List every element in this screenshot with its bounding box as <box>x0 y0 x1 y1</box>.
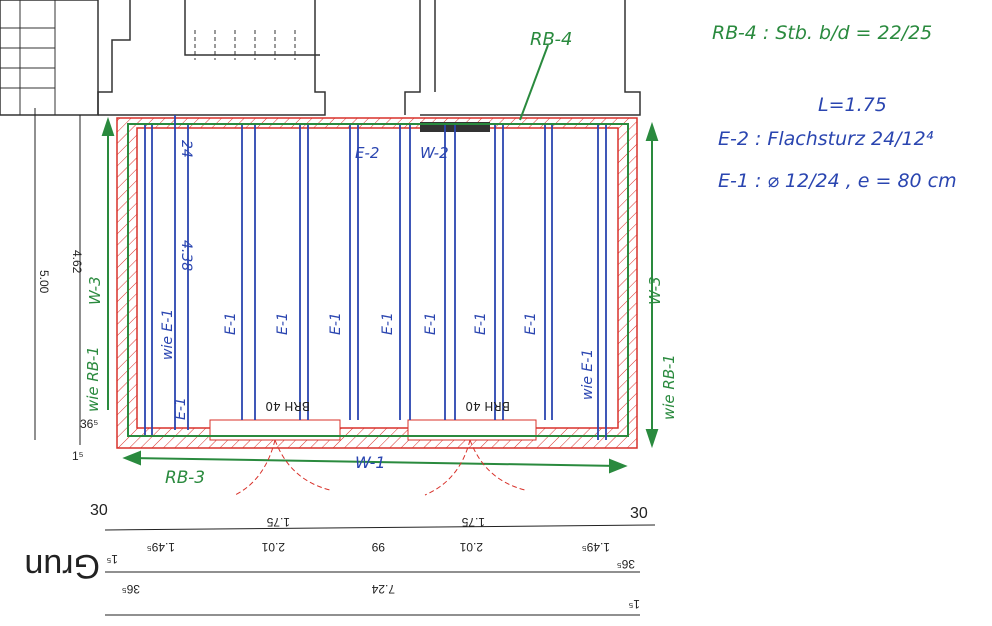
dim-mid: 36⁵ <box>617 557 635 571</box>
dim-small: 1⁵ <box>628 597 640 611</box>
dim-mid: 36⁵ <box>122 582 140 596</box>
note-rb4: RB-4 : Stb. b/d = 22/25 <box>712 22 933 44</box>
new-walls <box>116 117 638 449</box>
label-e1: E-1 <box>473 312 489 335</box>
label-e1: E-1 <box>423 312 439 335</box>
label-e1: E-1 <box>173 397 189 420</box>
label-brh-left: BRH 40 <box>265 399 310 413</box>
label-e1: E-1 <box>223 312 239 335</box>
label-rb3: RB-3 <box>165 468 205 488</box>
doors <box>234 439 526 496</box>
label-24: 24 <box>178 140 194 158</box>
dim-small: 1⁵ <box>106 552 118 566</box>
dim-height-inner: 4.62 <box>70 250 84 274</box>
note-length: L=1.75 <box>818 94 887 116</box>
label-e1: E-1 <box>328 312 344 335</box>
joists <box>144 115 607 440</box>
dim-opening: 1.75 <box>266 515 290 529</box>
dim-top: 1.49⁵ <box>147 540 175 554</box>
dim-mid: 7.24 <box>371 582 395 596</box>
dim-top: 1.49⁵ <box>582 540 610 554</box>
dim-height-total: 5.00 <box>37 270 51 294</box>
label-w2: W-2 <box>420 144 449 162</box>
label-e2: E-2 <box>355 144 379 162</box>
label-e1: E-1 <box>275 312 291 335</box>
label-wie-e1-right: wie E-1 <box>580 349 596 400</box>
label-e1: E-1 <box>523 312 539 335</box>
label-rb4: RB-4 <box>530 29 573 50</box>
plan-title-upside-down: Grun <box>24 547 100 585</box>
label-wie-e1-left: wie E-1 <box>160 309 176 360</box>
dim-left-ext: 30 <box>90 502 108 519</box>
dim-right-ext: 30 <box>630 505 648 522</box>
dim-plaster: 1⁵ <box>72 449 84 463</box>
dim-top: 2.01 <box>459 540 483 554</box>
label-w3-right: W-3 <box>646 276 664 305</box>
dim-opening: 1.75 <box>461 515 485 529</box>
dimension-lines <box>34 108 656 616</box>
label-438: 4.38 <box>178 240 194 271</box>
note-e1: E-1 : ⌀ 12/24 , e = 80 cm <box>718 170 957 192</box>
dim-wall-bottom: 36⁵ <box>80 417 98 431</box>
ring-beams <box>101 44 659 474</box>
existing-building <box>0 0 641 116</box>
label-rb1-left: wie RB-1 <box>84 346 102 412</box>
dim-top: 99 <box>371 540 385 554</box>
label-e1: E-1 <box>380 312 396 335</box>
label-w3-left: W-3 <box>86 276 104 305</box>
dim-top: 2.01 <box>261 540 285 554</box>
label-rb1-right: wie RB-1 <box>660 354 678 420</box>
note-e2: E-2 : Flachsturz 24/12⁴ <box>718 128 934 150</box>
label-brh-right: BRH 40 <box>465 399 510 413</box>
label-w1: W-1 <box>355 453 386 472</box>
